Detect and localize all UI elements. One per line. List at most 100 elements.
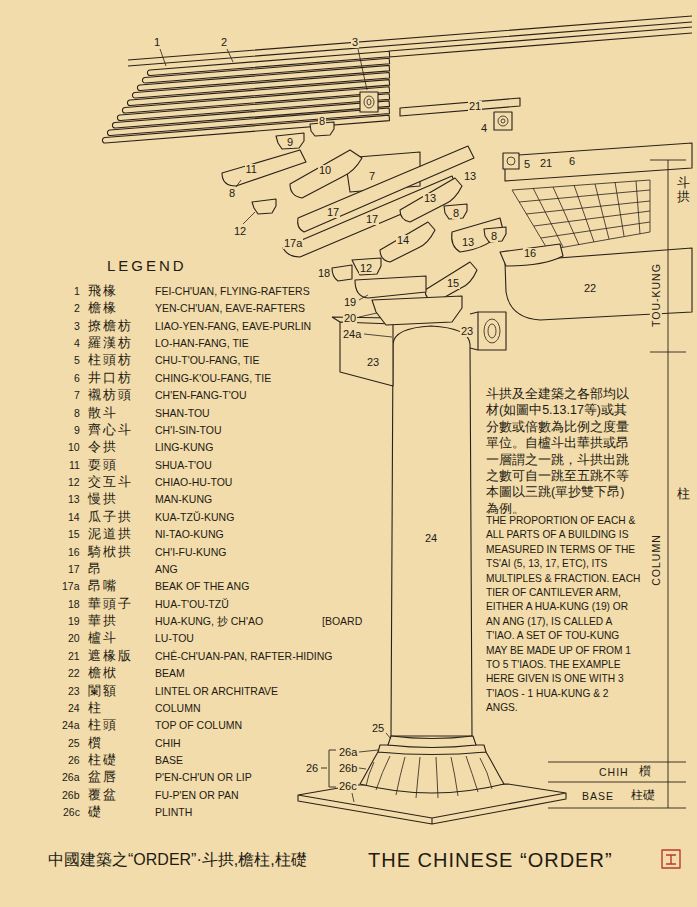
callout-number: 6 bbox=[568, 156, 576, 167]
legend-chinese-term: 遮椽版 bbox=[88, 649, 133, 663]
callout-number: 5 bbox=[523, 159, 531, 170]
bracket-arm bbox=[400, 178, 462, 222]
callout-number: 16 bbox=[523, 248, 537, 259]
legend-chinese-term: 盆唇 bbox=[88, 770, 118, 784]
bracket-arm bbox=[355, 276, 426, 298]
legend-romanization: LIAO-YEN-FANG, EAVE-PURLIN bbox=[155, 320, 311, 332]
legend-number: 21 bbox=[68, 650, 80, 662]
legend-chinese-term: 檐栿 bbox=[88, 666, 118, 680]
legend-chinese-term: 齊心斗 bbox=[88, 423, 133, 437]
callout-number: 24a bbox=[342, 329, 362, 340]
legend-romanization: NI-TAO-KUNG bbox=[155, 528, 224, 540]
lotus-petals bbox=[366, 756, 492, 798]
legend-number: 16 bbox=[68, 546, 80, 558]
callout-number: 24 bbox=[424, 533, 438, 544]
legend-number: 26c bbox=[63, 806, 80, 818]
callout-number: 17 bbox=[365, 214, 379, 225]
legend-romanization: BEAK OF THE ANG bbox=[155, 580, 249, 592]
legend-romanization: TOP OF COLUMN bbox=[155, 719, 242, 731]
legend-chinese-term: 覆盆 bbox=[88, 788, 118, 802]
legend-number: 24 bbox=[68, 702, 80, 714]
dimension-label: TOU-KUNG bbox=[650, 263, 662, 327]
bracket-block bbox=[444, 204, 467, 219]
legend-number: 26a bbox=[62, 771, 80, 783]
legend-number: 24a bbox=[62, 719, 80, 731]
legend-chinese-term: 泥道拱 bbox=[88, 527, 133, 541]
legend-number: 10 bbox=[68, 441, 80, 453]
dimension-label: 柱 bbox=[677, 487, 690, 501]
callout-number: 20 bbox=[343, 313, 357, 324]
tie-beam-section bbox=[494, 112, 512, 130]
dimension-label: 櫍 bbox=[639, 765, 651, 779]
legend-romanization: ANG bbox=[155, 563, 178, 575]
title: THE CHINESE “ORDER” bbox=[368, 849, 613, 872]
lotus-base bbox=[360, 752, 504, 793]
legend-chinese-term: 令拱 bbox=[88, 440, 118, 454]
legend-number: 26 bbox=[68, 754, 80, 766]
legend-romanization: HUA-KUNG, 抄 CH'AO bbox=[155, 615, 263, 627]
legend-chinese-term: 騎栿拱 bbox=[88, 545, 133, 559]
callout-number: 14 bbox=[396, 235, 410, 246]
legend-chinese-term: 柱 bbox=[88, 701, 103, 715]
legend-romanization: LU-TOU bbox=[155, 632, 194, 644]
dimension-bracket bbox=[321, 750, 336, 787]
caption: 中國建築之“ORDER”·斗拱,檐柱,柱礎 bbox=[48, 851, 307, 869]
legend-number: 26b bbox=[62, 789, 80, 801]
callout-number: 25 bbox=[371, 723, 385, 734]
callout-number: 19 bbox=[343, 297, 357, 308]
legend-romanization: HUA-T'OU-TZŬ bbox=[155, 598, 229, 610]
callout-number: 21 bbox=[468, 101, 482, 112]
legend-chinese-term: 散斗 bbox=[88, 406, 118, 420]
wood-grain bbox=[364, 96, 374, 108]
callout-number: 8 bbox=[228, 188, 236, 199]
legend-chinese-term: 華拱 bbox=[88, 614, 118, 628]
note-text: 斗拱及全建築之各部均以材(如圖中5.13.17等)或其分數或倍數為比例之度量單位… bbox=[486, 386, 632, 517]
callout-number: 22 bbox=[583, 283, 597, 294]
column-chih bbox=[388, 736, 476, 748]
legend-number: 3 bbox=[74, 320, 80, 332]
legend-number: 2 bbox=[74, 302, 80, 314]
legend-romanization: SHUA-T'OU bbox=[155, 459, 212, 471]
legend-romanization: CHU-T'OU-FANG, TIE bbox=[155, 354, 259, 366]
legend-chinese-term: 撩檐枋 bbox=[88, 319, 133, 333]
legend-chinese-term: 櫍 bbox=[88, 736, 103, 750]
callout-number: 21 bbox=[539, 158, 553, 169]
wood-grain bbox=[484, 319, 500, 343]
callout-number: 23 bbox=[460, 326, 474, 337]
legend-romanization: LING-KUNG bbox=[155, 441, 213, 453]
legend-chinese-term: 耍頭 bbox=[88, 458, 118, 472]
callout-number: 4 bbox=[480, 123, 488, 134]
legend-number: 12 bbox=[68, 476, 80, 488]
legend-chinese-term: 昂 bbox=[88, 562, 103, 576]
legend-chinese-term: 檐椽 bbox=[88, 301, 118, 315]
legend-number: 17 bbox=[68, 563, 80, 575]
legend-romanization: MAN-KUNG bbox=[155, 493, 212, 505]
legend-romanization: LO-HAN-FANG, TIE bbox=[155, 337, 249, 349]
legend-number: 19 bbox=[68, 615, 80, 627]
bracket-arm bbox=[452, 218, 503, 252]
legend-romanization: [BOARD bbox=[322, 615, 362, 627]
legend-number: 4 bbox=[74, 337, 80, 349]
callout-number: 17 bbox=[326, 207, 340, 218]
callout-number: 18 bbox=[317, 268, 331, 279]
legend-chinese-term: 櫨斗 bbox=[88, 631, 118, 645]
legend-romanization: CH'EN-FANG-T'OU bbox=[155, 389, 247, 401]
ceiling-grid bbox=[512, 180, 650, 250]
callout-number: 13 bbox=[463, 171, 477, 182]
legend-number: 5 bbox=[74, 354, 80, 366]
lintel-section bbox=[478, 312, 506, 350]
bracket-block bbox=[352, 258, 381, 275]
rafters bbox=[102, 51, 389, 143]
wood-grain bbox=[498, 116, 508, 126]
bracket-block bbox=[484, 227, 506, 242]
legend-number: 18 bbox=[68, 598, 80, 610]
bracket-arm bbox=[500, 244, 563, 266]
legend-heading: LEGEND bbox=[107, 257, 187, 274]
callout-number: 9 bbox=[286, 137, 294, 148]
legend-chinese-term: 慢拱 bbox=[88, 492, 118, 506]
legend-number: 11 bbox=[69, 459, 80, 471]
callout-number: 8 bbox=[490, 231, 498, 242]
roof-boards bbox=[128, 16, 692, 66]
legend-romanization: COLUMN bbox=[155, 702, 201, 714]
